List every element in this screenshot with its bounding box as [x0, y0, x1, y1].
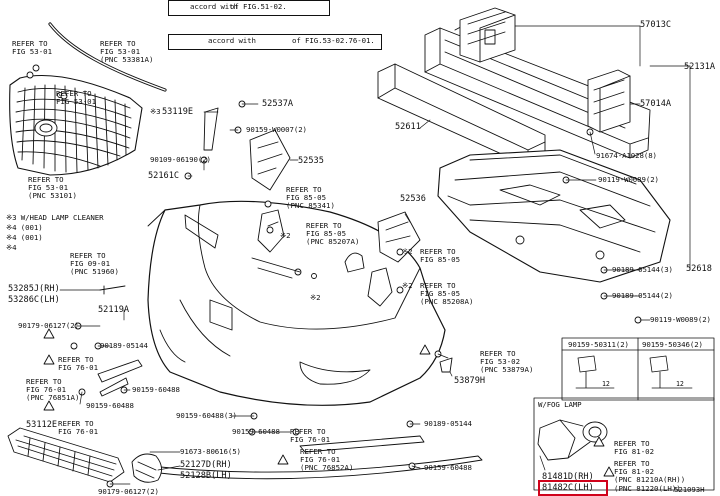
- refer-fig81-02-a: REFER TO FIG 81-02: [614, 439, 655, 457]
- bracket-57013C: [459, 7, 516, 63]
- part-90189-05144-3: 90189-05144(3): [612, 265, 673, 274]
- x2-symbol-b: ※2: [402, 247, 413, 256]
- part-91674-A1028: 91674-A1028(8): [596, 151, 657, 160]
- note-4b: ※4 (001): [6, 233, 43, 242]
- highlight-81482C: [538, 480, 608, 496]
- part-53285J: 53285J(RH): [8, 284, 60, 294]
- clip-53879H: [439, 357, 453, 373]
- part-90159-60488-b: 90159-60488: [86, 401, 134, 410]
- part-52127D: 52127D(RH): [180, 460, 232, 470]
- legend-text-2b: of FIG.53-02.76-01.: [292, 36, 375, 45]
- inset-part-90159-50346: 90159-50346(2): [642, 340, 703, 349]
- part-81481D: 81481D(RH): [542, 472, 594, 482]
- side-retainer: [97, 359, 143, 397]
- part-90159-60488-d: 90159-60488: [232, 427, 280, 436]
- refer-fig85-05-pnc85208a: REFER TO FIG 85-05 (PNC 85208A): [420, 281, 474, 307]
- part-52611: 52611: [395, 122, 421, 132]
- diagram-code: 521093H: [674, 485, 705, 494]
- x4-symbol: ※4: [6, 243, 17, 252]
- fog-lamp-label: W/FOG LAMP: [538, 400, 582, 409]
- refer-fig53-01-b: REFER TO FIG 53-01: [56, 89, 97, 107]
- inset-boxes: [533, 337, 715, 491]
- part-90109-06190: 90109-06190(2): [150, 155, 211, 164]
- bracket-52535: [249, 129, 291, 191]
- part-90179-06127-a: 90179-06127(2): [18, 321, 79, 330]
- part-52161C: 52161C: [148, 171, 180, 181]
- bracket-57014A: [587, 69, 631, 133]
- part-90119-W0089-b: 90119-W0089(2): [650, 315, 711, 324]
- part-53879H: 53879H: [454, 376, 486, 386]
- lower-spoiler: [149, 435, 483, 480]
- bracket-52536: [377, 211, 421, 263]
- inset-dim-b: 12: [676, 380, 684, 388]
- legend-box-2: [168, 34, 382, 50]
- refer-fig81-02-pnc81210a: REFER TO FIG 81-02 (PNC 81210A(RH)) (PNC…: [614, 459, 686, 493]
- part-90189-05144-ch: 90189-05144: [100, 341, 148, 350]
- x2-symbol-c: ※2: [402, 281, 413, 290]
- note-4a: ※4 (001): [6, 223, 43, 232]
- inset-dim-a: 12: [602, 380, 610, 388]
- refer-fig76-01-b: REFER TO FIG 76-01: [290, 427, 331, 445]
- part-90159-W0007: 90159-W0007(2): [246, 125, 307, 134]
- washer-nozzle-left: [367, 267, 393, 307]
- part-81482C: 81482C(LH): [542, 483, 594, 493]
- refer-fig09-01-pnc51960: REFER TO FIG 09-01 (PNC 51960): [70, 251, 119, 277]
- refer-fig76-01-a: REFER TO FIG 76-01: [58, 355, 99, 373]
- part-53286C: 53286C(LH): [8, 295, 60, 305]
- part-90189-05144-r: 90189-05144: [424, 419, 472, 428]
- legend-text-2a: accord with: [208, 36, 256, 45]
- part-53112E: 53112E: [26, 420, 58, 430]
- part-52535: 52535: [298, 156, 324, 166]
- x3-symbol: ※3: [150, 107, 161, 116]
- part-52536: 52536: [400, 194, 426, 204]
- part-53119E: 53119E: [162, 107, 194, 117]
- part-52618: 52618: [686, 264, 712, 274]
- part-90189-05144-2: 90189-05144(2): [612, 291, 673, 300]
- refer-fig85-05-pnc85207a: REFER TO FIG 85-05 (PNC 85207A): [306, 221, 360, 247]
- part-52128B: 52128B(LH): [180, 471, 232, 481]
- engine-undercover: [437, 149, 671, 283]
- refer-fig76-01-c: REFER TO FIG 76-01: [58, 419, 99, 437]
- refer-fig53-02-pnc53879a: REFER TO FIG 53-02 (PNC 53879A): [480, 349, 534, 375]
- bracket-53119E: [203, 107, 219, 151]
- fog-lamp-cover: [131, 453, 162, 483]
- refer-fig53-01-a: REFER TO FIG 53-01: [12, 39, 53, 57]
- refer-fig53-01-pnc53381a: REFER TO FIG 53-01 (PNC 53381A): [100, 39, 154, 65]
- fog-lamp-unit: [537, 419, 608, 461]
- grille-molding: [48, 22, 167, 92]
- refer-fig53-01-pnc53101: REFER TO FIG 53-01 (PNC 53101): [28, 175, 77, 201]
- front-bumper-cover: [147, 200, 446, 406]
- refer-fig85-05-a: REFER TO FIG 85-05: [420, 247, 461, 265]
- legend-text-1a: accord with: [190, 2, 238, 11]
- part-90159-60488-3: 90159-60488(3): [176, 411, 237, 420]
- inset-part-90159-50311: 90159-50311(2): [568, 340, 629, 349]
- radiator-grille: [9, 71, 143, 176]
- part-52131A: 52131A: [684, 62, 716, 72]
- legend-box-1: [168, 0, 330, 16]
- part-57014A: 57014A: [640, 99, 672, 109]
- x2-symbol-a: ※2: [280, 231, 291, 240]
- part-52537A: 52537A: [262, 99, 294, 109]
- part-91673-80616: 91673-80616(5): [180, 447, 241, 456]
- refer-fig76-01-pnc76851a: REFER TO FIG 76-01 (PNC 76851A): [26, 377, 80, 403]
- bolt-52119A: [99, 285, 126, 295]
- x2-symbol-d: ※2: [310, 293, 321, 302]
- part-52119A: 52119A: [98, 305, 130, 315]
- refer-fig76-01-pnc76852a: REFER TO FIG 76-01 (PNC 76852A): [300, 447, 354, 473]
- part-90159-60488-e: 90159-60488: [424, 463, 472, 472]
- note-headlamp-cleaner: ※3 W/HEAD LAMP CLEANER: [6, 213, 104, 222]
- leader-lines: [59, 25, 691, 485]
- part-90119-W0089-a: 90119-W0089(2): [598, 175, 659, 184]
- part-90159-60488-a: 90159-60488: [132, 385, 180, 394]
- part-57013C: 57013C: [640, 20, 672, 30]
- lower-grille: [7, 427, 125, 483]
- legend-text-1b: of FIG.51-02.: [230, 2, 287, 11]
- refer-fig85-05-pnc85341: REFER TO FIG 85-05 (PNC 85341): [286, 185, 335, 211]
- part-90179-06127-b: 90179-06127(2): [98, 487, 159, 496]
